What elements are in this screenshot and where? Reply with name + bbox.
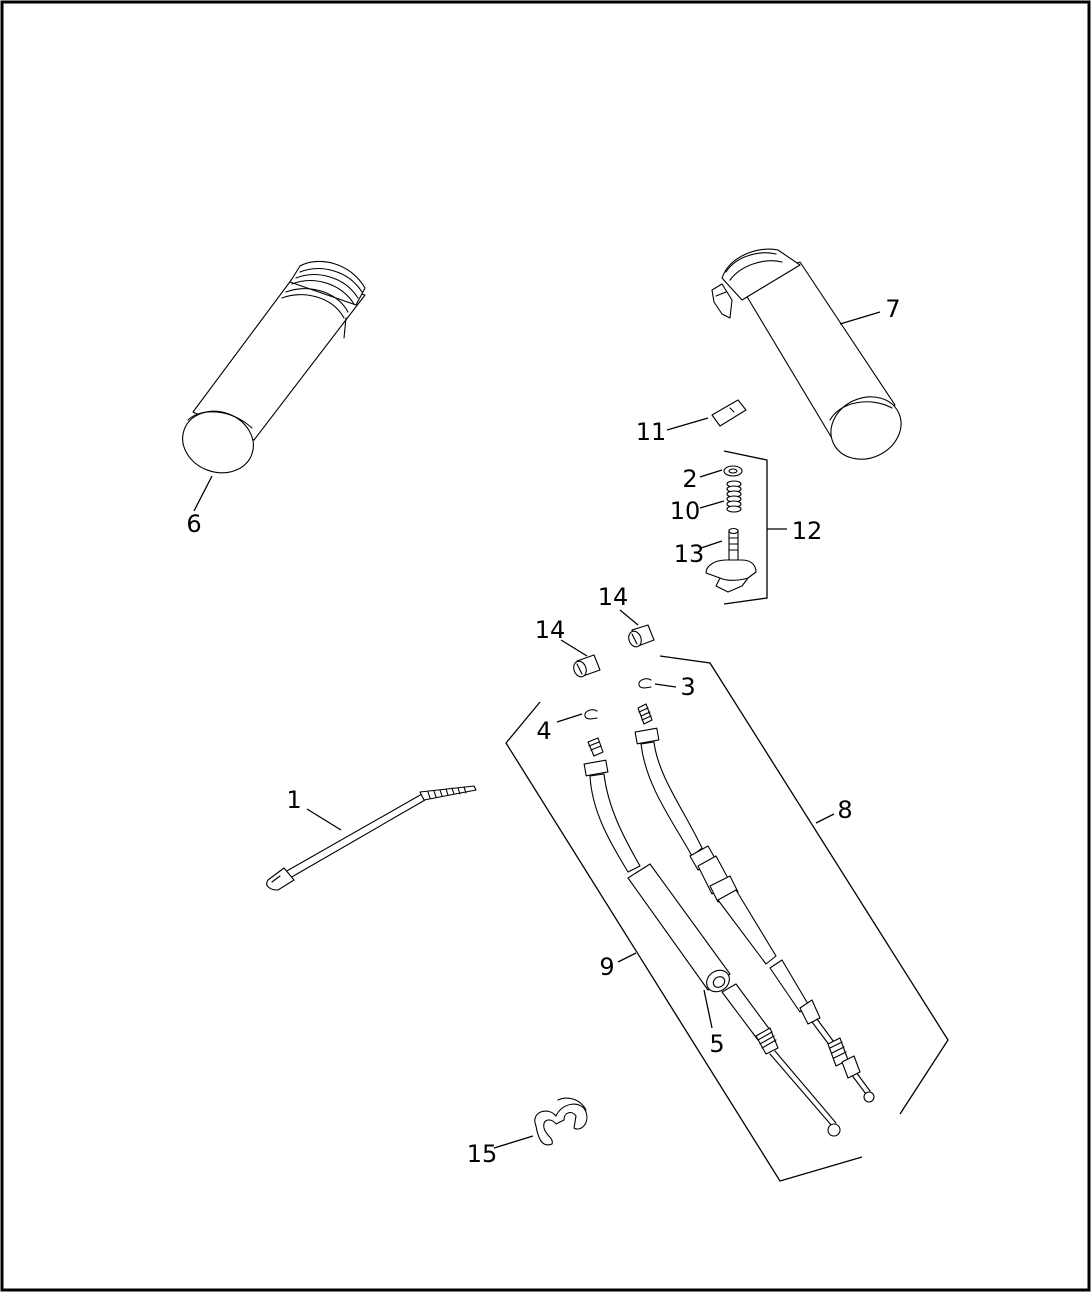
leader-5 [703,989,713,1029]
part-spring [726,480,742,513]
leader-13 [700,540,723,549]
leader-4 [556,713,583,723]
leader-7 [839,311,881,325]
bracket-9 [505,701,863,1182]
leader-2 [699,469,723,478]
leader-1 [306,808,342,831]
callout-10: 10 [670,497,701,525]
callout-12: 12 [792,517,823,545]
part-adjuster-screw [705,527,757,593]
leader-14-lower [560,639,588,657]
bracket-8 [659,655,949,1115]
callout-11: 11 [636,418,667,446]
part-retaining-ring-4 [584,709,598,720]
callout-5: 5 [709,1030,724,1058]
leader-3 [654,683,677,688]
part-idle-cable [583,737,841,1137]
callout-3: 3 [680,673,695,701]
part-throttle-grip [711,248,902,460]
part-cable-strap [266,785,477,891]
callout-8: 8 [837,796,852,824]
callout-1: 1 [286,786,301,814]
callout-2: 2 [682,465,697,493]
part-double-clip [534,1097,588,1146]
leader-8 [815,813,835,824]
part-left-grip [182,260,366,474]
leader-14-upper [619,609,639,626]
washer-hole [728,468,738,474]
leader-10 [699,500,725,509]
leader-6 [193,475,213,512]
callout-15: 15 [467,1140,498,1168]
callout-4: 4 [536,717,551,745]
part-retaining-ring-3 [638,678,652,689]
callout-7: 7 [885,295,900,323]
leader-11 [666,417,709,431]
callout-13: 13 [674,540,705,568]
leader-15 [493,1135,534,1149]
part-ferrule-upper [628,624,655,648]
part-ferrule-lower [573,654,601,678]
callout-14-lower: 14 [535,616,566,644]
callout-6: 6 [186,510,201,538]
callout-9: 9 [599,953,614,981]
part-washer [723,465,743,477]
callout-14-upper: 14 [598,583,629,611]
leader-9 [617,952,637,963]
part-throttle-cable [634,703,875,1103]
part-clip [711,399,747,427]
